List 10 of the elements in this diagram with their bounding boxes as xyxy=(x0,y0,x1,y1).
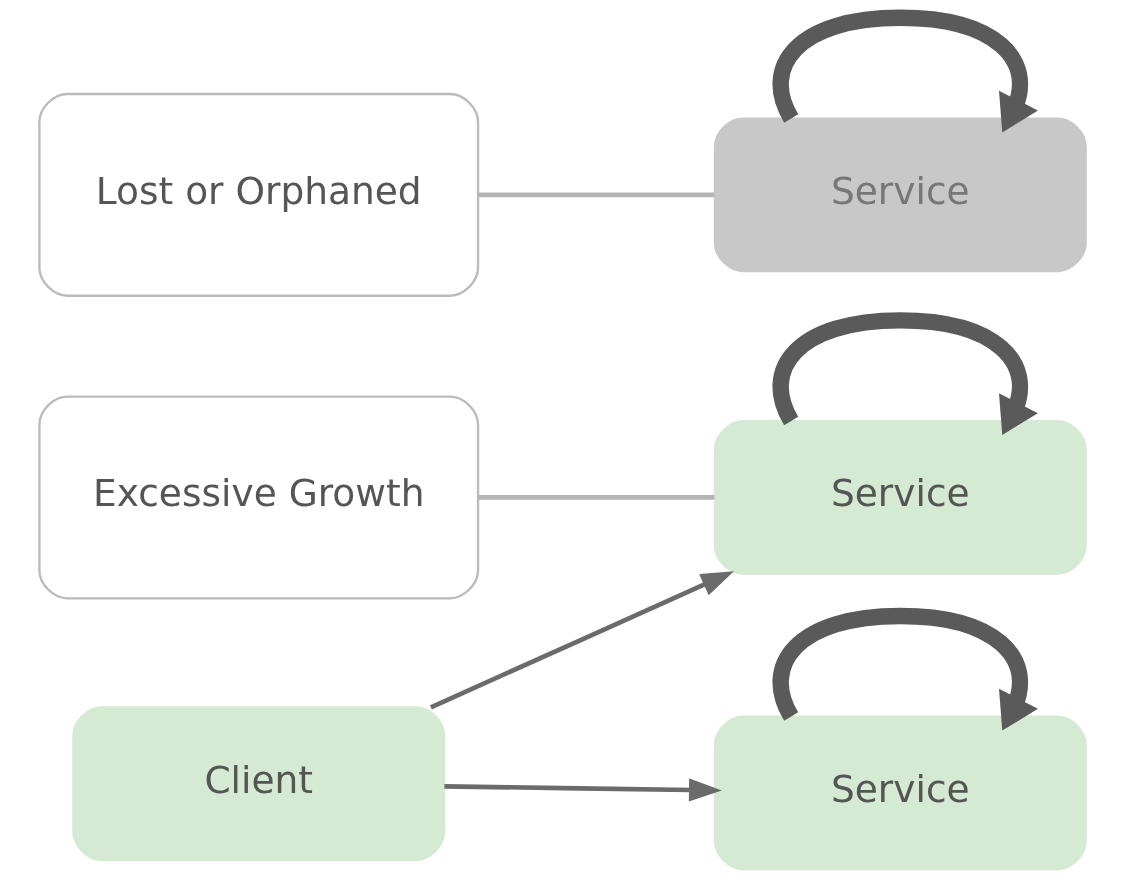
node-box: Service xyxy=(713,420,1087,575)
node-box: Service xyxy=(713,117,1087,273)
node-box: Client xyxy=(71,706,445,862)
arrow xyxy=(429,571,734,710)
node-box: Excessive Growth xyxy=(37,395,479,600)
node-box: Service xyxy=(713,715,1087,871)
connector xyxy=(477,192,714,198)
connector xyxy=(477,495,714,500)
node-box: Lost or Orphaned xyxy=(37,92,479,297)
arrow xyxy=(443,778,722,802)
